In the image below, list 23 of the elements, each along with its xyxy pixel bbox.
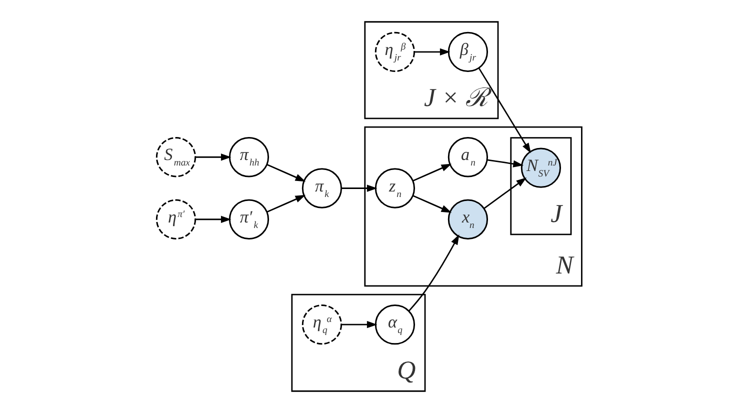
arrow (412, 163, 452, 182)
arrow (266, 163, 306, 182)
arrow (478, 67, 531, 153)
node-circle: x$_{n}$ (448, 198, 488, 239)
node-circle: a$_{n}$ (448, 136, 488, 177)
arrow (408, 234, 460, 311)
node-circle: π$_{hh}$ (228, 136, 270, 177)
node-circle: β$_{jr}$ (448, 31, 488, 72)
arrow (484, 177, 527, 209)
arrow (196, 153, 232, 160)
arrow (414, 48, 450, 56)
arrow (487, 158, 524, 167)
node-circle: z$_{n}$ (374, 168, 416, 208)
node-circle: π$_{k}$ (302, 168, 342, 208)
node-circle: α$_{q}$ (374, 304, 416, 344)
arrow (412, 194, 452, 212)
node-circle: η$^{π′}$ (156, 198, 196, 239)
arrow (196, 215, 232, 222)
node-circle: π′$_{k}$ (228, 198, 270, 239)
arrow (342, 184, 378, 192)
arrow (266, 194, 306, 212)
arrow (342, 320, 378, 328)
node-circle: S$_{max}$ (156, 136, 196, 177)
